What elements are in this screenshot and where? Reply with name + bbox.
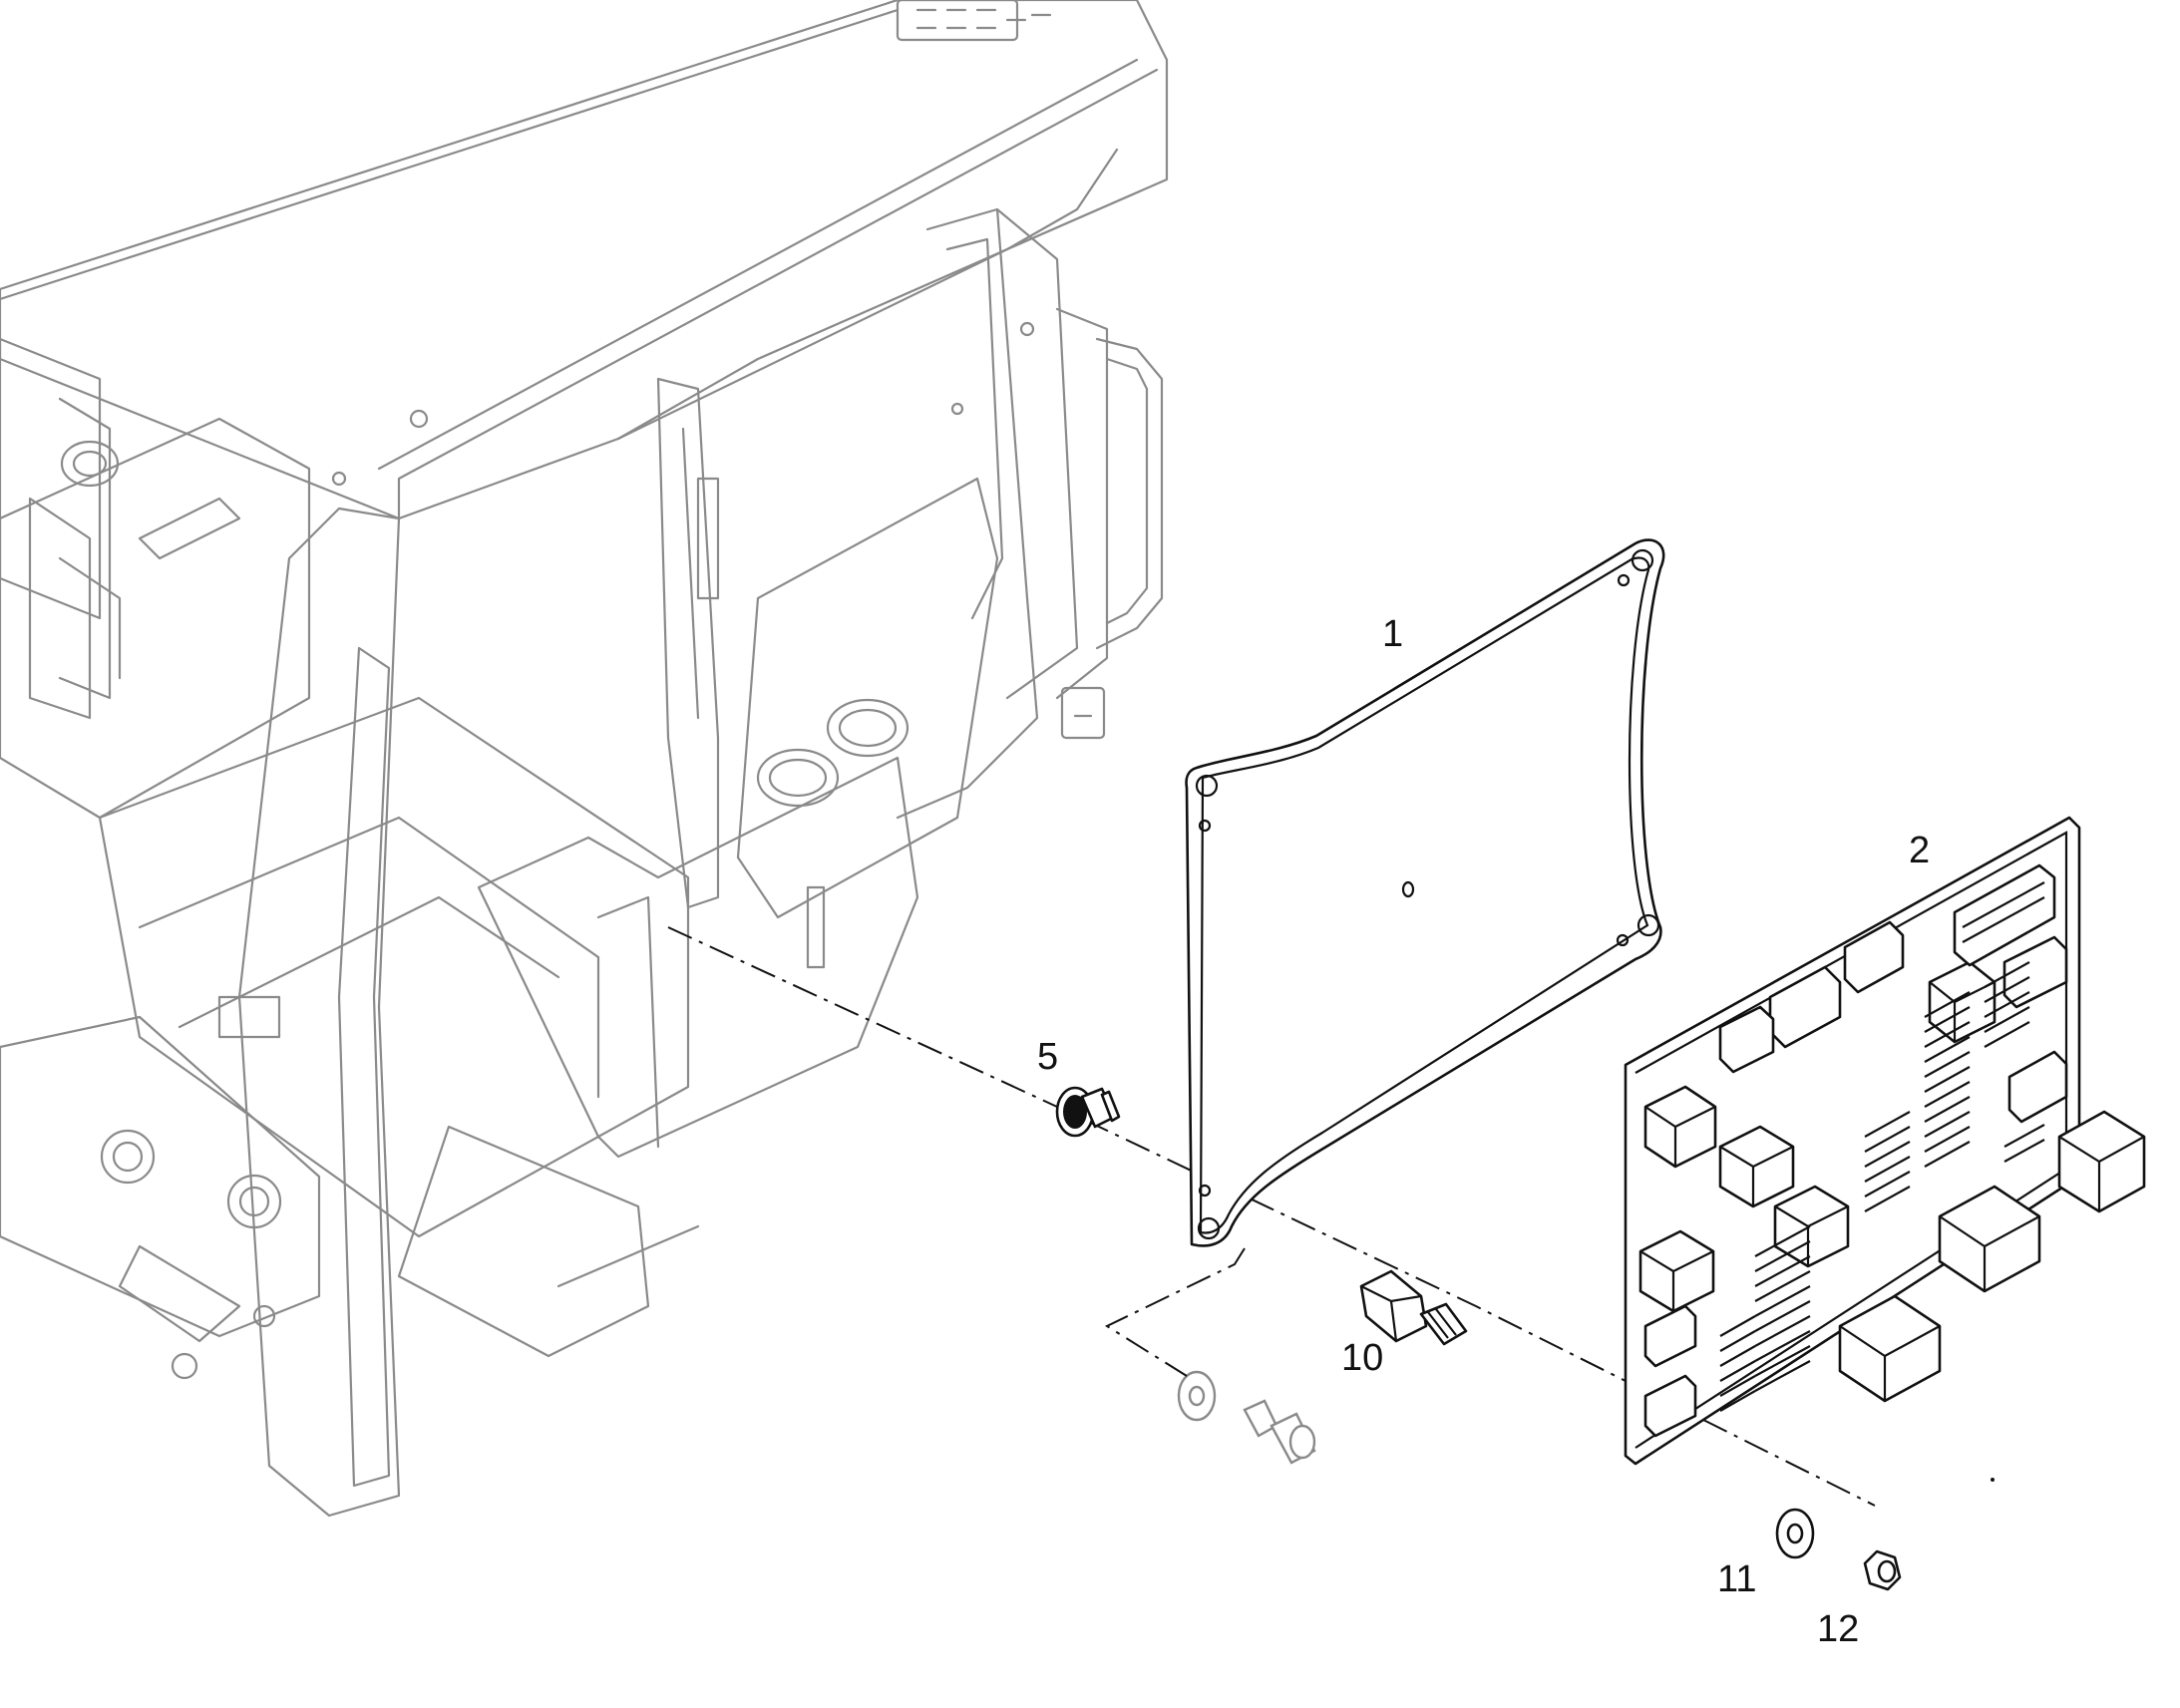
callout-11: 11	[1717, 1558, 1756, 1600]
control-board	[1624, 816, 2146, 1466]
side-switch	[1060, 686, 1106, 740]
callout-2: 2	[1909, 830, 1930, 871]
gray-washer	[1177, 1370, 1217, 1422]
callout-10: 10	[1341, 1337, 1383, 1379]
cab-frame	[0, 0, 1169, 1518]
callout-1: 1	[1382, 613, 1403, 655]
flat-washer	[1775, 1508, 1815, 1559]
callout-5: 5	[1037, 1036, 1058, 1078]
fuse-bank	[1719, 961, 2045, 1412]
roof-keypad	[896, 0, 1052, 42]
cover-plate	[1185, 538, 1665, 1247]
standoff-spacer	[1359, 1269, 1468, 1346]
callout-12: 12	[1817, 1608, 1859, 1650]
flange-screw	[1055, 1086, 1121, 1138]
gray-cap-screw	[1243, 1399, 1316, 1465]
stray-dot	[1991, 1478, 1995, 1482]
hex-nut	[1863, 1549, 1902, 1591]
